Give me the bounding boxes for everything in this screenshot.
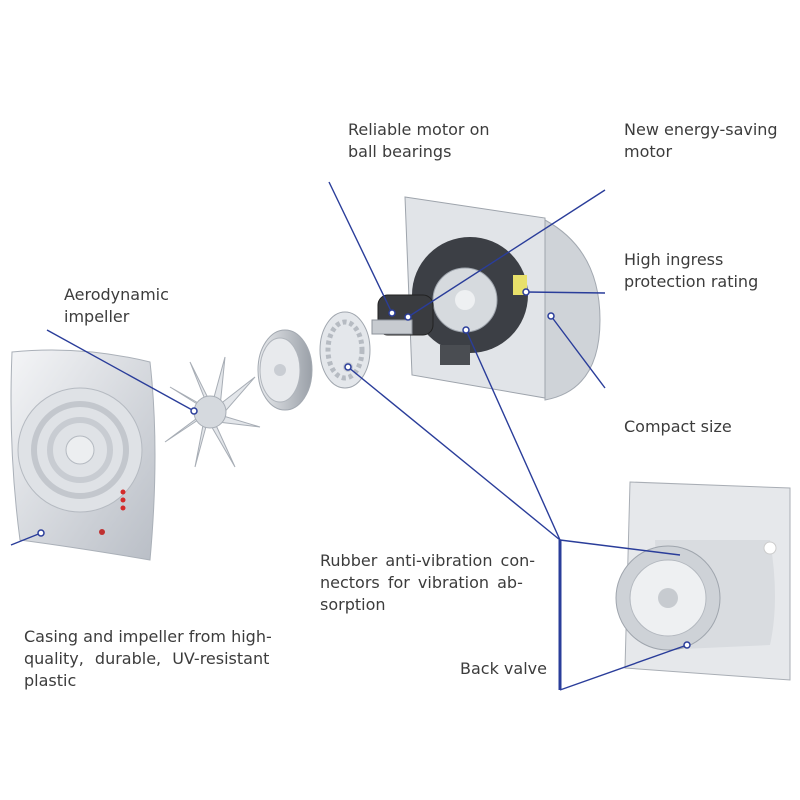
hub-disc <box>257 329 313 411</box>
label-line: Aerodynamic <box>64 285 169 304</box>
motor-housing <box>404 196 601 401</box>
label-casing: Casing and impeller from high- quality, … <box>24 626 286 692</box>
label-compact-size: Compact size <box>624 417 732 436</box>
motor <box>371 294 434 336</box>
label-reliable-motor: Reliable motor on ball bearings <box>348 119 490 163</box>
leader-lines <box>9 100 688 695</box>
label-line: Rubber anti-vibration con- <box>320 551 536 570</box>
label-line: sorption <box>320 595 386 614</box>
label-line: New energy-saving <box>624 120 778 139</box>
label-line: Casing and impeller from high- <box>24 627 272 646</box>
label-line: protection rating <box>624 272 759 291</box>
label-energy-saving-motor: New energy-saving motor <box>624 119 778 163</box>
label-back-valve: Back valve <box>460 659 547 678</box>
impeller <box>164 356 261 468</box>
leader-dots <box>37 288 691 649</box>
label-ingress-protection: High ingress protection rating <box>624 249 758 293</box>
label-rubber-connectors: Rubber anti-vibration con- nectors for v… <box>320 550 542 616</box>
label-line: impeller <box>64 307 130 326</box>
label-line: plastic <box>24 671 77 690</box>
label-line: motor <box>624 142 673 161</box>
label-line: quality, durable, UV-resistant <box>24 649 270 668</box>
label-line: nectors for vibration ab- <box>320 573 523 592</box>
front-casing <box>10 349 156 561</box>
label-aerodynamic-impeller: Aerodynamic impeller <box>64 284 169 328</box>
label-line: Reliable motor on <box>348 120 490 139</box>
rubber-connector-disc <box>319 311 371 389</box>
label-line: ball bearings <box>348 142 452 161</box>
label-line: High ingress <box>624 250 724 269</box>
back-valve-unit <box>615 481 791 681</box>
indicator-light <box>120 489 126 495</box>
